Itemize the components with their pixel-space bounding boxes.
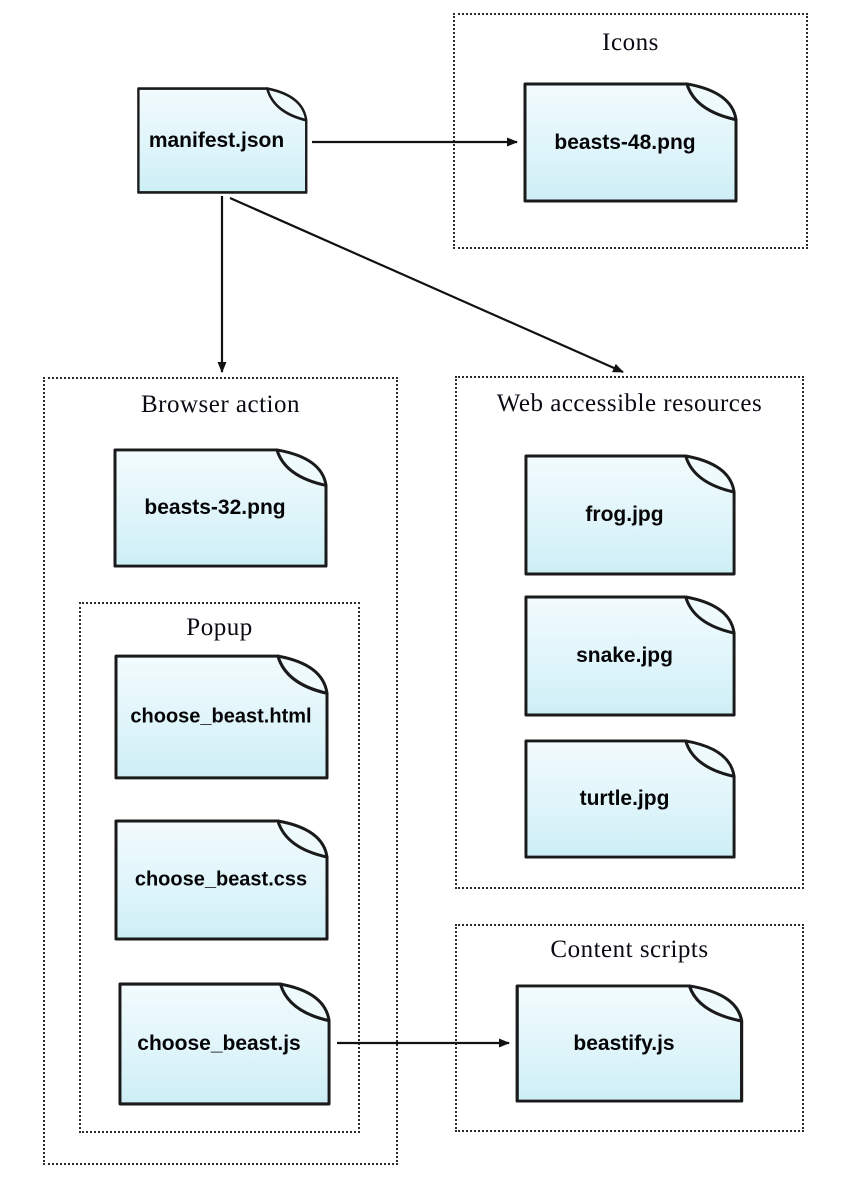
file-snake-jpg-label: snake.jpg — [576, 644, 673, 667]
file-beasts-32-png-label: beasts-32.png — [144, 496, 286, 519]
file-beasts-48-png: beasts-48.png — [522, 80, 742, 205]
file-manifest-json-label: manifest.json — [148, 128, 285, 152]
file-choose-beast-css: choose_beast.css — [113, 817, 333, 943]
document-icon — [524, 739, 736, 859]
document-icon — [523, 82, 738, 203]
file-snake-jpg: snake.jpg — [523, 593, 740, 719]
document-icon — [524, 454, 736, 576]
file-turtle-jpg: turtle.jpg — [523, 737, 740, 861]
file-beasts-48-png-label: beasts-48.png — [554, 130, 696, 154]
group-icons-label: Icons — [602, 29, 659, 56]
file-choose-beast-js: choose_beast.js — [117, 980, 335, 1108]
document-icon — [515, 984, 744, 1103]
file-turtle-jpg-label: turtle.jpg — [579, 787, 670, 810]
group-browser-action: Browser action — [43, 377, 398, 1165]
group-popup: Popup — [79, 602, 360, 1133]
file-manifest-json: manifest.json — [136, 85, 311, 196]
file-choose-beast-html: choose_beast.html — [113, 652, 333, 782]
file-beasts-32-png: beasts-32.png — [112, 446, 332, 570]
group-web-accessible-resources-label: Web accessible resources — [496, 390, 763, 417]
file-frog-jpg: frog.jpg — [523, 452, 740, 578]
document-icon — [118, 982, 331, 1106]
file-beastify-js-label: beastify.js — [573, 1031, 675, 1055]
file-choose-beast-css-label: choose_beast.css — [134, 868, 308, 891]
group-browser-action-label: Browser action — [140, 391, 301, 418]
document-icon — [137, 87, 308, 194]
document-icon — [113, 448, 328, 568]
file-choose-beast-html-label: choose_beast.html — [130, 705, 312, 728]
group-content-scripts-label: Content scripts — [550, 936, 709, 963]
group-icons: Icons — [453, 13, 808, 249]
document-icon — [114, 819, 329, 941]
file-beastify-js: beastify.js — [514, 982, 748, 1105]
document-icon — [524, 595, 736, 717]
group-web-accessible-resources: Web accessible resources — [455, 376, 804, 889]
group-content-scripts: Content scripts — [455, 924, 804, 1132]
file-choose-beast-js-label: choose_beast.js — [137, 1032, 301, 1055]
group-popup-label: Popup — [186, 614, 253, 641]
document-icon — [114, 654, 329, 780]
file-frog-jpg-label: frog.jpg — [585, 503, 664, 526]
